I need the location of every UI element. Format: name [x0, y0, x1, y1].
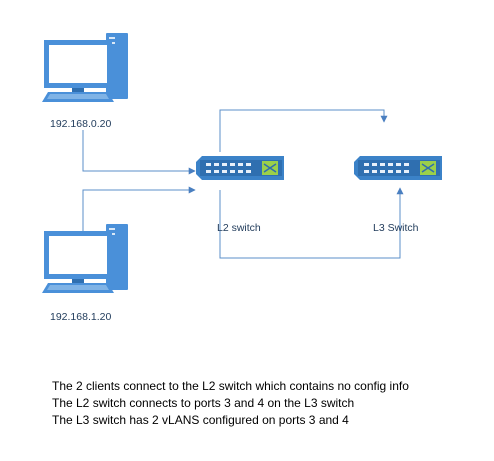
link-l2-l3-top: [219, 109, 388, 152]
link-client1-l2-switch: [82, 130, 196, 175]
note-line-1: The 2 clients connect to the L2 switch w…: [52, 379, 409, 393]
note-line-2: The L2 switch connects to ports 3 and 4 …: [52, 396, 355, 410]
link-l2-l3-bottom: [219, 187, 404, 259]
desktop-computer-icon: [42, 224, 128, 293]
network-switch-icon: [196, 156, 284, 180]
client2-ip-label: 192.168.1.20: [50, 311, 112, 323]
l3-switch-label: L3 Switch: [373, 222, 419, 234]
note-line-3: The L3 switch has 2 vLANS configured on …: [52, 413, 349, 427]
client1-ip-label: 192.168.0.20: [50, 118, 112, 130]
l2-switch-label: L2 switch: [217, 222, 261, 234]
connections: [82, 109, 404, 265]
desktop-computer-icon: [42, 33, 128, 102]
network-switch-icon: [354, 156, 442, 180]
